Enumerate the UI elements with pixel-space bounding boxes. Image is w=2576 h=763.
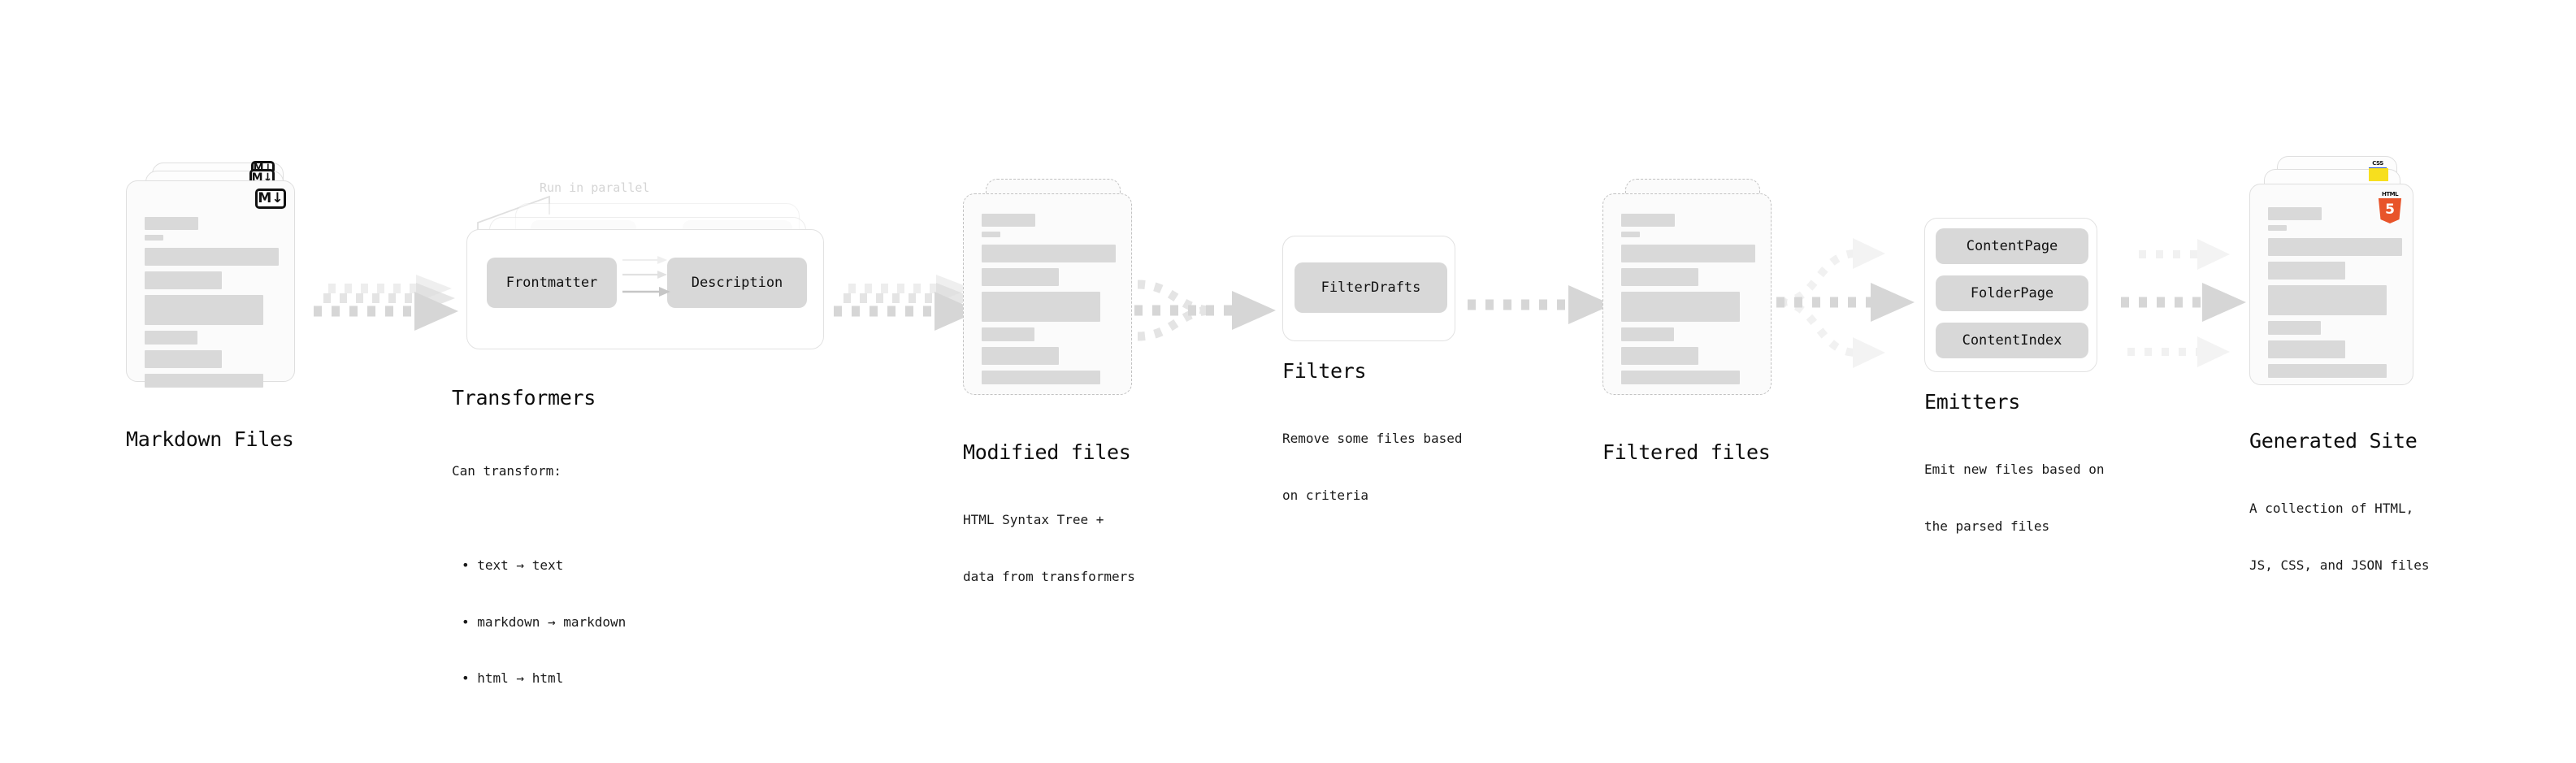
stage-markdown-files: M↓ M↓ M↓ Markdown Files	[126, 161, 329, 463]
stage-generated-site: CSS HTML 5 Generated Site	[2249, 156, 2493, 573]
arrow-transformers-to-modified	[834, 275, 978, 331]
skeleton-line	[2268, 262, 2345, 280]
skeleton-line	[982, 371, 1100, 384]
transformers-bullet: • markdown → markdown	[462, 613, 627, 630]
filters-panel: FilterDrafts	[1282, 236, 1455, 341]
skeleton-line	[982, 347, 1059, 365]
stage-title-filters: Filters	[1282, 359, 1367, 383]
skeleton-line	[2268, 364, 2387, 378]
chip-folderpage[interactable]: FolderPage	[1936, 275, 2088, 311]
modified-desc-line: data from transformers	[963, 568, 1135, 584]
skeleton-line	[1621, 371, 1740, 384]
skeleton-line	[1621, 327, 1674, 341]
skeleton-line	[2268, 285, 2387, 315]
skeleton-line	[1621, 268, 1698, 286]
javascript-badge	[2369, 168, 2388, 181]
generated-desc-line: JS, CSS, and JSON files	[2249, 557, 2430, 573]
transformers-bullet: • text → text	[462, 557, 564, 574]
stage-filters: FilterDrafts Filters Remove some files b…	[1282, 236, 1494, 503]
stage-filtered-files: Filtered files	[1602, 163, 1814, 488]
transformers-desc-heading: Can transform:	[452, 463, 562, 479]
filtered-card-front	[1602, 193, 1772, 395]
stage-desc-transformers: Can transform: • text → text • markdown …	[452, 424, 626, 763]
skeleton-title	[1621, 214, 1675, 227]
stage-title-emitters: Emitters	[1924, 390, 2021, 414]
generated-desc-line: A collection of HTML,	[2249, 501, 2414, 517]
html5-badge-text: HTML	[2381, 191, 2399, 197]
skeleton-line	[982, 268, 1059, 286]
skeleton-line	[145, 331, 197, 345]
skeleton-line	[982, 245, 1116, 262]
skeleton-subtitle	[145, 235, 163, 241]
markdown-badge: M↓	[255, 189, 286, 209]
skeleton-line	[145, 248, 279, 266]
modified-card-front	[963, 193, 1132, 395]
chip-filterdrafts[interactable]: FilterDrafts	[1295, 262, 1447, 313]
emitters-panel: ContentPage FolderPage ContentIndex	[1924, 218, 2097, 372]
emitters-desc-line: Emit new files based on	[1924, 462, 2105, 478]
generated-card-front: HTML 5	[2249, 184, 2413, 385]
arrow-markdown-to-transformers	[314, 275, 458, 331]
arrow-modified-to-filters	[1134, 280, 1276, 341]
stage-transformers: Run in parallel Frontmatter Description	[452, 180, 874, 686]
skeleton-line	[2268, 340, 2345, 358]
transformers-bullet: • html → html	[462, 670, 564, 687]
skeleton-line	[982, 327, 1034, 341]
stage-emitters: ContentPage FolderPage ContentIndex Emit…	[1924, 218, 2168, 534]
html5-badge-shield: 5	[2378, 198, 2402, 223]
skeleton-line	[145, 350, 222, 368]
chip-description[interactable]: Description	[667, 258, 807, 308]
stage-title-modified-files: Modified files	[963, 440, 1131, 464]
html5-badge-number: 5	[2385, 201, 2395, 218]
transformer-panel: Frontmatter Description	[466, 229, 824, 349]
markdown-card-front: M↓	[126, 180, 295, 388]
parallel-annotation: Run in parallel	[540, 180, 650, 195]
skeleton-line	[145, 271, 222, 289]
stage-title-generated-site: Generated Site	[2249, 429, 2418, 453]
skeleton-line	[145, 295, 263, 325]
stage-title-filtered-files: Filtered files	[1602, 440, 1771, 464]
filters-desc-line: on criteria	[1282, 487, 1368, 503]
filters-desc-line: Remove some files based	[1282, 431, 1463, 447]
skeleton-line	[1621, 245, 1755, 262]
stage-title-transformers: Transformers	[452, 386, 596, 410]
chip-contentpage[interactable]: ContentPage	[1936, 228, 2088, 264]
transformers-bullet-list: • text → text • markdown → markdown • ht…	[452, 518, 626, 726]
skeleton-line	[145, 374, 263, 388]
html5-badge: HTML 5	[2377, 191, 2403, 223]
skeleton-title	[2268, 207, 2322, 220]
skeleton-line	[1621, 347, 1698, 365]
stage-desc-generated-site: A collection of HTML, JS, CSS, and JSON …	[2249, 462, 2430, 613]
chip-frontmatter[interactable]: Frontmatter	[487, 258, 617, 308]
modified-desc-line: HTML Syntax Tree +	[963, 512, 1104, 528]
skeleton-line	[1621, 292, 1740, 322]
skeleton-subtitle	[2268, 225, 2287, 231]
arrow-emitters-to-site	[2121, 239, 2246, 367]
css3-badge-text: CSS	[2372, 160, 2383, 167]
arrow-filters-to-filtered	[1468, 285, 1612, 324]
skeleton-subtitle	[1621, 232, 1640, 237]
pipeline-diagram: M↓ M↓ M↓ Markdown Files	[126, 156, 2493, 686]
stage-desc-modified-files: HTML Syntax Tree + data from transformer…	[963, 473, 1135, 624]
skeleton-line	[2268, 321, 2321, 335]
chip-contentindex[interactable]: ContentIndex	[1936, 323, 2088, 358]
skeleton-title	[145, 217, 198, 230]
skeleton-line	[982, 292, 1100, 322]
stage-title-markdown-files: Markdown Files	[126, 427, 294, 451]
emitters-desc-line: the parsed files	[1924, 518, 2050, 534]
skeleton-title	[982, 214, 1035, 227]
stage-desc-emitters: Emit new files based on the parsed files	[1924, 423, 2105, 574]
skeleton-line	[2268, 238, 2402, 256]
stage-modified-files: Modified files HTML Syntax Tree + data f…	[963, 163, 1174, 584]
stage-desc-filters: Remove some files based on criteria	[1282, 392, 1463, 543]
skeleton-subtitle	[982, 232, 1000, 237]
transformer-internal-arrows	[622, 256, 670, 297]
arrow-filtered-to-emitters	[1776, 238, 1915, 368]
